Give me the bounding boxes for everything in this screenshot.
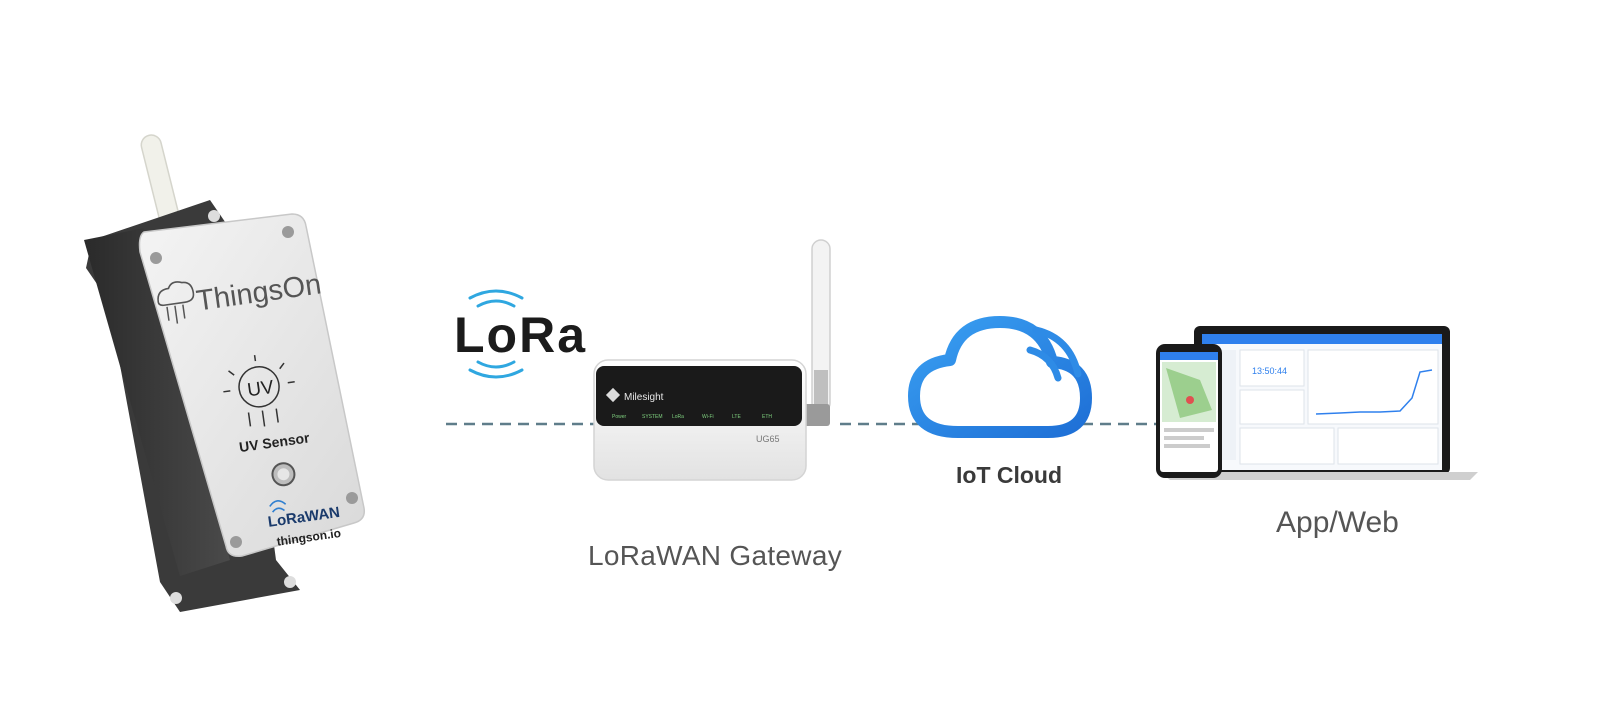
gateway-led-label: SYSTEM — [642, 414, 663, 420]
laptop-icon: 13:50:44 — [1160, 326, 1478, 480]
sensor-front-panel — [138, 213, 366, 558]
gateway-model: UG65 — [756, 434, 780, 444]
gateway-led-label: ETH — [762, 414, 772, 420]
gateway-led-label: Power — [612, 414, 627, 420]
uv-sun-icon — [223, 355, 295, 427]
gateway-led-label: LTE — [732, 414, 741, 420]
app-web-devices: 13:50:44 — [1156, 326, 1478, 480]
gateway-led-label: LoRa — [672, 414, 684, 420]
uv-symbol: UV — [246, 377, 275, 402]
gateway-status-leds: Power SYSTEM LoRa Wi-Fi LTE ETH — [612, 414, 772, 420]
gateway-brand-plate: Milesight — [605, 387, 664, 403]
gateway-label: LoRaWAN Gateway — [588, 540, 842, 571]
cloud-label: IoT Cloud — [956, 462, 1063, 488]
cloud-icon — [908, 316, 1092, 438]
gateway-led-label: Wi-Fi — [702, 414, 714, 420]
app-web-label: App/Web — [1276, 506, 1399, 539]
lora-logo: LoRa — [454, 307, 587, 363]
lorawan-gateway-device: Milesight Power SYSTEM LoRa Wi-Fi LTE ETH UG6… — [593, 239, 831, 481]
phone-icon — [1156, 344, 1222, 478]
sensor-window — [271, 462, 296, 487]
thingson-logo-icon — [157, 281, 195, 324]
dashboard-time: 13:50:44 — [1252, 366, 1287, 376]
antenna-icon — [800, 239, 831, 426]
lorawan-badge-icon — [269, 500, 287, 513]
svg-text:Milesight: Milesight — [624, 392, 664, 403]
lora-wave-icon — [468, 289, 524, 379]
uv-sensor-device: ThingsOn UV UV Sensor — [84, 134, 366, 612]
